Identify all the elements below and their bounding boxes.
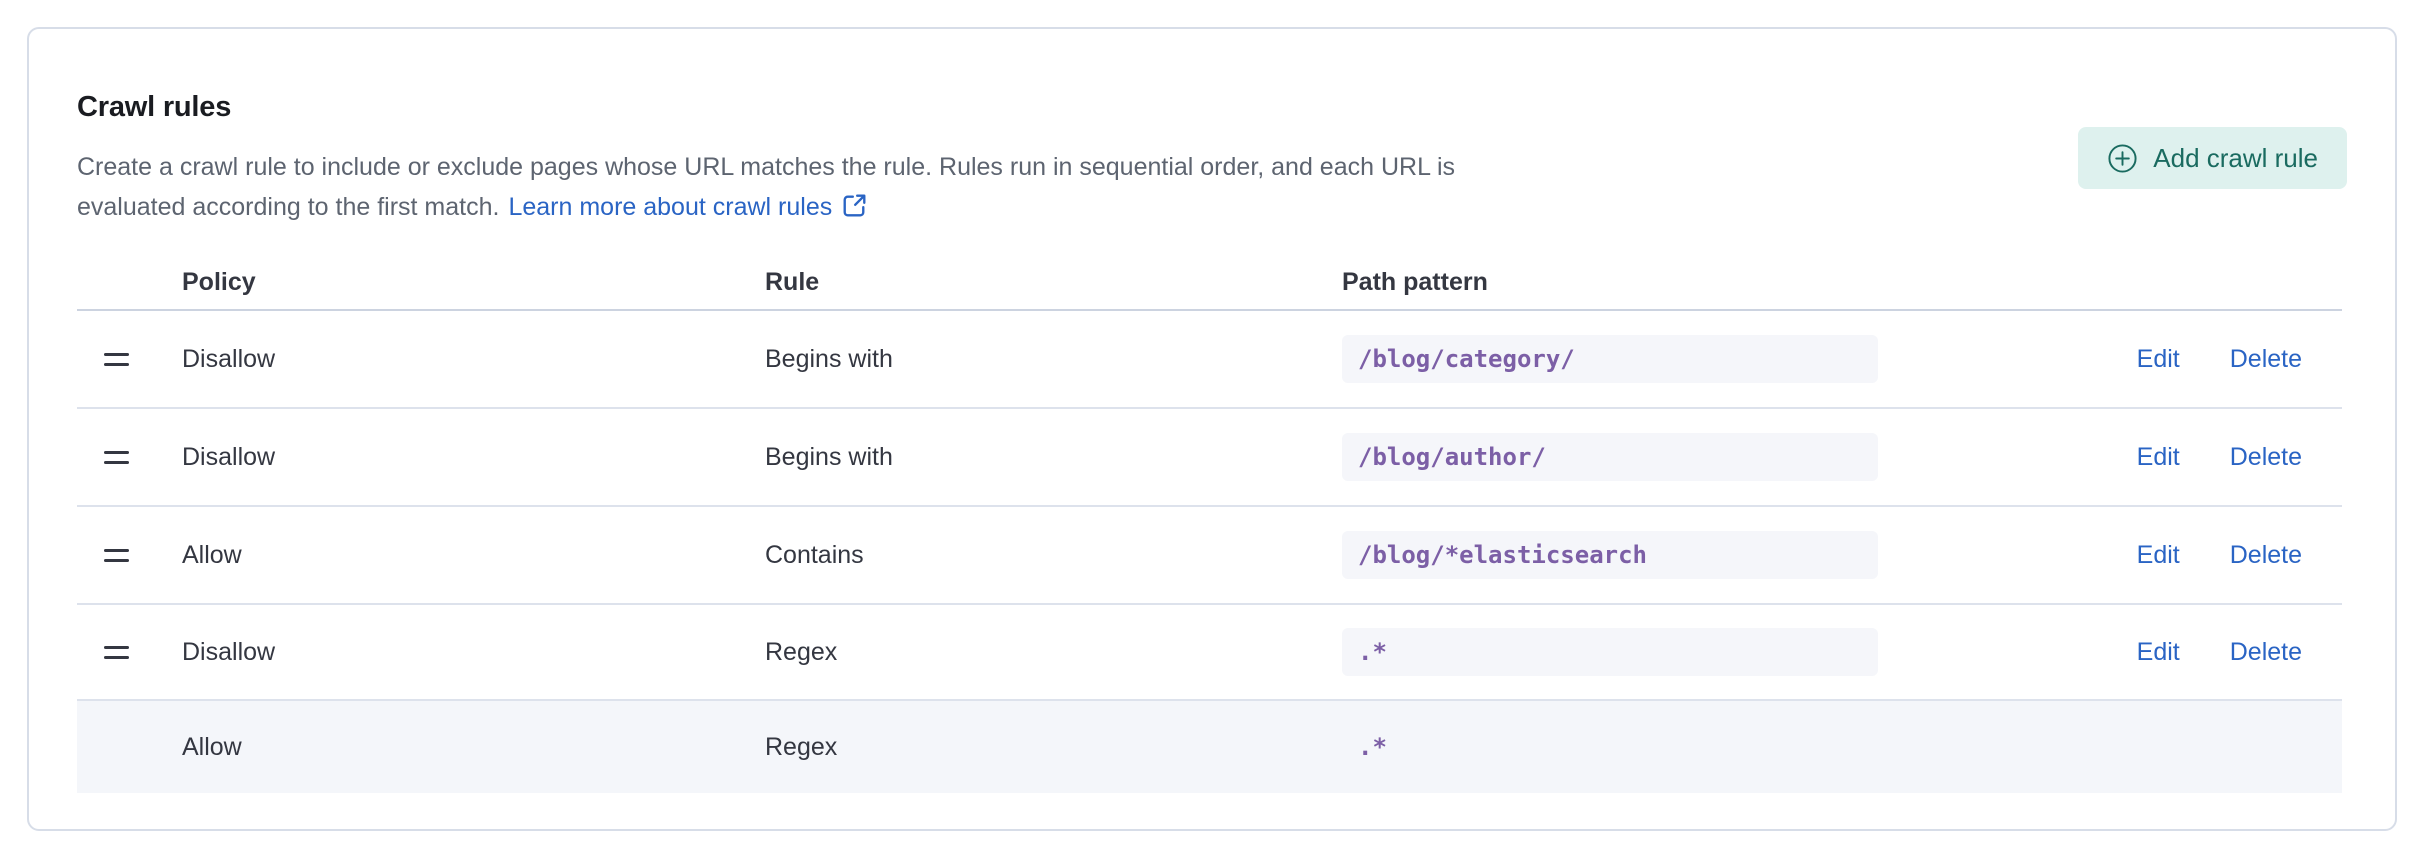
rule-cell: Regex bbox=[765, 637, 838, 666]
crawl-rules-table: Policy Rule Path pattern Disallow Begins… bbox=[77, 269, 2342, 793]
rule-cell: Contains bbox=[765, 540, 864, 569]
drag-handle-icon[interactable] bbox=[104, 352, 129, 366]
policy-cell: Disallow bbox=[182, 344, 276, 373]
actions-cell: Edit Delete bbox=[2102, 541, 2342, 570]
page-title: Crawl rules bbox=[77, 91, 232, 123]
path-pattern-code: /blog/category/ bbox=[1342, 335, 1878, 383]
drag-handle-icon[interactable] bbox=[104, 450, 129, 464]
table-row: Allow Contains /blog/*elasticsearch Edit… bbox=[77, 507, 2342, 605]
path-pattern-code: .* bbox=[1358, 733, 1387, 761]
add-crawl-rule-label: Add crawl rule bbox=[2153, 142, 2318, 173]
table-row: Disallow Begins with /blog/author/ Edit … bbox=[77, 409, 2342, 507]
edit-link[interactable]: Edit bbox=[2136, 442, 2180, 471]
table-row: Disallow Regex .* Edit Delete bbox=[77, 605, 2342, 701]
header-drag-column bbox=[77, 269, 182, 309]
path-cell: /blog/category/ bbox=[1342, 335, 2102, 383]
delete-link[interactable]: Delete bbox=[2229, 442, 2302, 471]
rule-cell: Begins with bbox=[765, 442, 893, 471]
policy-cell: Allow bbox=[182, 540, 242, 569]
delete-link[interactable]: Delete bbox=[2229, 344, 2302, 373]
path-cell: /blog/*elasticsearch bbox=[1342, 531, 2102, 579]
delete-link[interactable]: Delete bbox=[2229, 637, 2302, 666]
table-row: Disallow Begins with /blog/category/ Edi… bbox=[77, 311, 2342, 409]
learn-more-link-label: Learn more about crawl rules bbox=[508, 193, 833, 221]
drag-handle-icon[interactable] bbox=[104, 548, 129, 562]
rule-cell: Regex bbox=[765, 732, 838, 761]
edit-link[interactable]: Edit bbox=[2136, 637, 2180, 666]
policy-cell: Allow bbox=[182, 732, 242, 761]
drag-cell bbox=[77, 645, 182, 659]
panel-description: Create a crawl rule to include or exclud… bbox=[77, 147, 1455, 231]
header-path-pattern: Path pattern bbox=[1342, 268, 1488, 296]
header-actions-column bbox=[2102, 269, 2342, 309]
path-cell: /blog/author/ bbox=[1342, 433, 2102, 481]
edit-link[interactable]: Edit bbox=[2136, 344, 2180, 373]
delete-link[interactable]: Delete bbox=[2229, 540, 2302, 569]
description-line2: evaluated according to the first match. bbox=[77, 193, 500, 221]
header-policy: Policy bbox=[182, 268, 256, 296]
plus-circle-icon bbox=[2107, 143, 2138, 174]
crawl-rules-panel: Crawl rules Create a crawl rule to inclu… bbox=[27, 27, 2397, 831]
description-line1: Create a crawl rule to include or exclud… bbox=[77, 153, 1456, 181]
table-row-default: Allow Regex .* bbox=[77, 701, 2342, 793]
policy-cell: Disallow bbox=[182, 442, 276, 471]
drag-handle-icon[interactable] bbox=[104, 645, 129, 659]
path-pattern-code: /blog/author/ bbox=[1342, 433, 1878, 481]
rule-cell: Begins with bbox=[765, 344, 893, 373]
table-header: Policy Rule Path pattern bbox=[77, 269, 2342, 311]
actions-cell: Edit Delete bbox=[2102, 345, 2342, 374]
path-cell: .* bbox=[1342, 723, 2102, 771]
policy-cell: Disallow bbox=[182, 637, 276, 666]
panel-header-text: Crawl rules Create a crawl rule to inclu… bbox=[77, 89, 1455, 231]
actions-cell: Edit Delete bbox=[2102, 638, 2342, 667]
external-link-icon bbox=[841, 191, 868, 231]
header-rule: Rule bbox=[765, 268, 820, 296]
learn-more-link[interactable]: Learn more about crawl rules bbox=[508, 193, 868, 221]
edit-link[interactable]: Edit bbox=[2136, 540, 2180, 569]
path-pattern-code: .* bbox=[1342, 628, 1878, 676]
add-crawl-rule-button[interactable]: Add crawl rule bbox=[2078, 127, 2347, 189]
drag-cell bbox=[77, 450, 182, 464]
drag-cell bbox=[77, 352, 182, 366]
drag-cell bbox=[77, 548, 182, 562]
path-pattern-code: /blog/*elasticsearch bbox=[1342, 531, 1878, 579]
path-cell: .* bbox=[1342, 628, 2102, 676]
actions-cell: Edit Delete bbox=[2102, 443, 2342, 472]
panel-header: Crawl rules Create a crawl rule to inclu… bbox=[77, 89, 2347, 231]
